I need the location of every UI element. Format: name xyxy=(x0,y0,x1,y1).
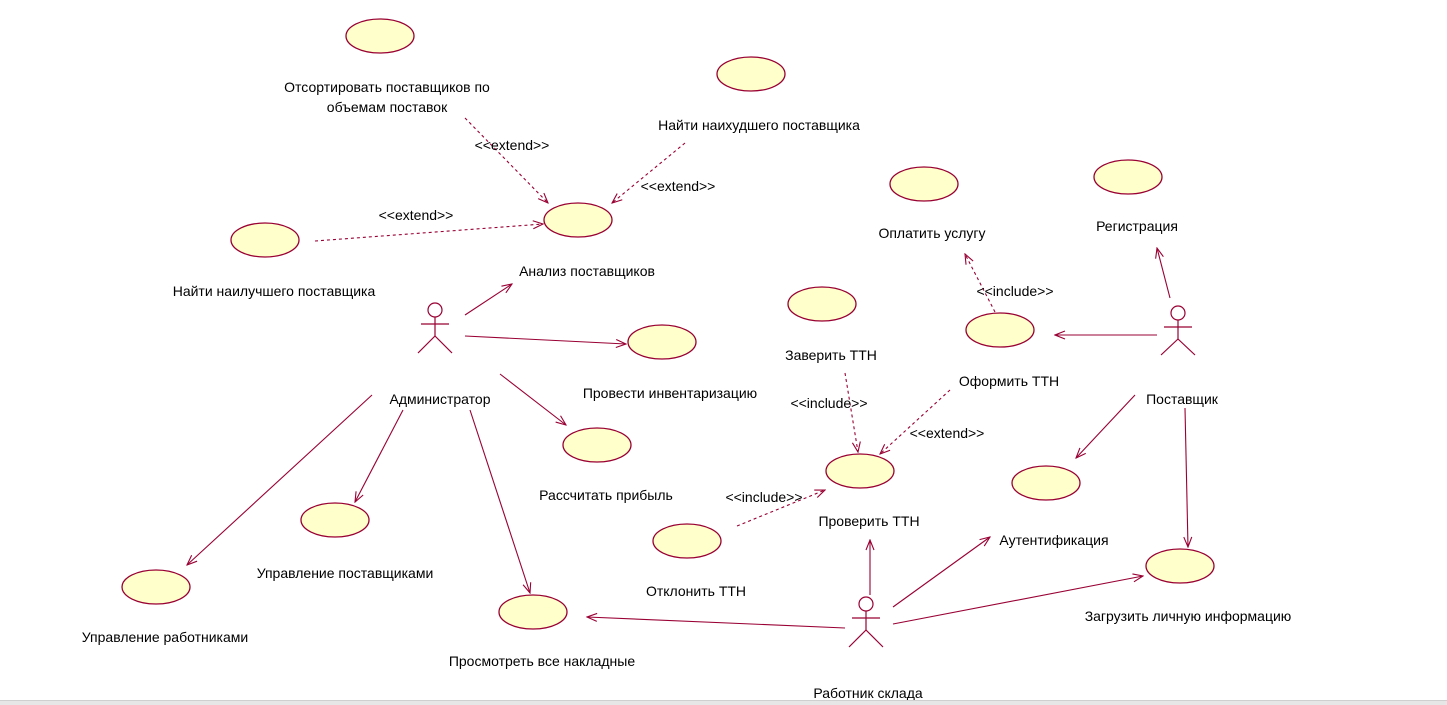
label-certify-ttn: Заверить ТТН xyxy=(785,347,877,363)
extend-sort-to-analysis xyxy=(464,117,548,203)
label-find-worst-supplier: Найти наихудшего поставщика xyxy=(658,117,860,133)
canvas-bottom-edge xyxy=(0,700,1447,705)
extend-best-to-analysis xyxy=(314,224,543,242)
usecase-reject-ttn[interactable] xyxy=(652,523,722,559)
usecase-analysis-suppliers[interactable] xyxy=(543,202,613,238)
assoc-admin-manage-workers xyxy=(187,394,373,565)
assoc-admin-analysis xyxy=(464,284,512,316)
usecase-upload-info[interactable] xyxy=(1145,548,1215,584)
label-authentication: Аутентификация xyxy=(999,532,1108,548)
actor-worker-figure[interactable] xyxy=(848,596,884,648)
label-check-ttn: Проверить ТТН xyxy=(818,513,919,529)
usecase-manage-workers[interactable] xyxy=(121,569,191,605)
actor-administrator-figure[interactable] xyxy=(417,302,453,354)
usecase-inventory[interactable] xyxy=(627,324,697,360)
usecase-view-invoices[interactable] xyxy=(498,594,568,630)
label-pay-service: Оплатить услугу xyxy=(878,225,985,241)
usecase-find-worst-supplier[interactable] xyxy=(716,56,786,92)
stereotype-include-certify: <<include>> xyxy=(790,395,867,411)
label-manage-workers: Управление работниками xyxy=(82,629,248,645)
assoc-admin-manage-suppliers xyxy=(355,409,404,502)
assoc-admin-inventory xyxy=(464,335,626,344)
stereotype-extend-sort: <<extend>> xyxy=(475,137,550,153)
assoc-supplier-upload xyxy=(1185,407,1188,547)
label-sort-suppliers-line1: Отсортировать поставщиков по xyxy=(284,79,490,95)
label-view-invoices: Просмотреть все накладные xyxy=(449,653,636,669)
usecase-check-ttn[interactable] xyxy=(825,453,895,489)
stereotype-extend-issue: <<extend>> xyxy=(910,425,985,441)
stereotype-extend-worst: <<extend>> xyxy=(641,178,716,194)
usecase-manage-suppliers[interactable] xyxy=(300,502,370,538)
usecase-sort-suppliers[interactable] xyxy=(345,18,415,54)
label-profit: Рассчитать прибыль xyxy=(539,487,673,503)
label-analysis-suppliers: Анализ поставщиков xyxy=(519,263,655,279)
assoc-worker-authentication xyxy=(892,537,990,608)
label-inventory: Провести инвентаризацию xyxy=(583,385,757,401)
label-actor-supplier: Поставщик xyxy=(1146,391,1219,407)
usecase-pay-service[interactable] xyxy=(889,166,959,202)
usecase-find-best-supplier[interactable] xyxy=(230,222,300,258)
stereotype-extend-best: <<extend>> xyxy=(379,207,454,223)
assoc-supplier-authentication xyxy=(1076,394,1136,458)
label-manage-suppliers: Управление поставщиками xyxy=(257,565,434,581)
label-actor-worker: Работник склада xyxy=(813,685,923,701)
assoc-worker-upload xyxy=(892,576,1143,625)
assoc-admin-profit xyxy=(499,373,566,425)
label-registration: Регистрация xyxy=(1096,218,1178,234)
extend-issue-to-check xyxy=(880,389,951,454)
label-upload-info: Загрузить личную информацию xyxy=(1085,608,1292,624)
usecase-issue-ttn[interactable] xyxy=(965,312,1035,348)
stereotype-include-pay: <<include>> xyxy=(976,283,1053,299)
label-actor-administrator: Администратор xyxy=(389,391,490,407)
include-reject-to-check xyxy=(736,490,825,527)
usecase-registration[interactable] xyxy=(1093,159,1163,195)
actor-supplier-figure[interactable] xyxy=(1160,305,1196,356)
assoc-admin-invoices xyxy=(469,409,530,593)
usecase-profit[interactable] xyxy=(562,427,632,463)
extend-worst-to-analysis xyxy=(612,142,686,203)
assoc-supplier-registration xyxy=(1157,248,1171,299)
include-certify-to-check xyxy=(844,372,858,452)
usecase-authentication[interactable] xyxy=(1011,465,1081,501)
include-issue-to-pay xyxy=(965,254,996,313)
assoc-worker-invoices xyxy=(587,617,846,629)
label-reject-ttn: Отклонить ТТН xyxy=(646,583,746,599)
label-sort-suppliers-line2: объемам поставок xyxy=(327,99,448,115)
label-issue-ttn: Оформить ТТН xyxy=(959,373,1059,389)
label-find-best-supplier: Найти наилучшего поставщика xyxy=(173,283,376,299)
usecase-certify-ttn[interactable] xyxy=(787,286,857,322)
stereotype-include-reject: <<include>> xyxy=(725,489,802,505)
